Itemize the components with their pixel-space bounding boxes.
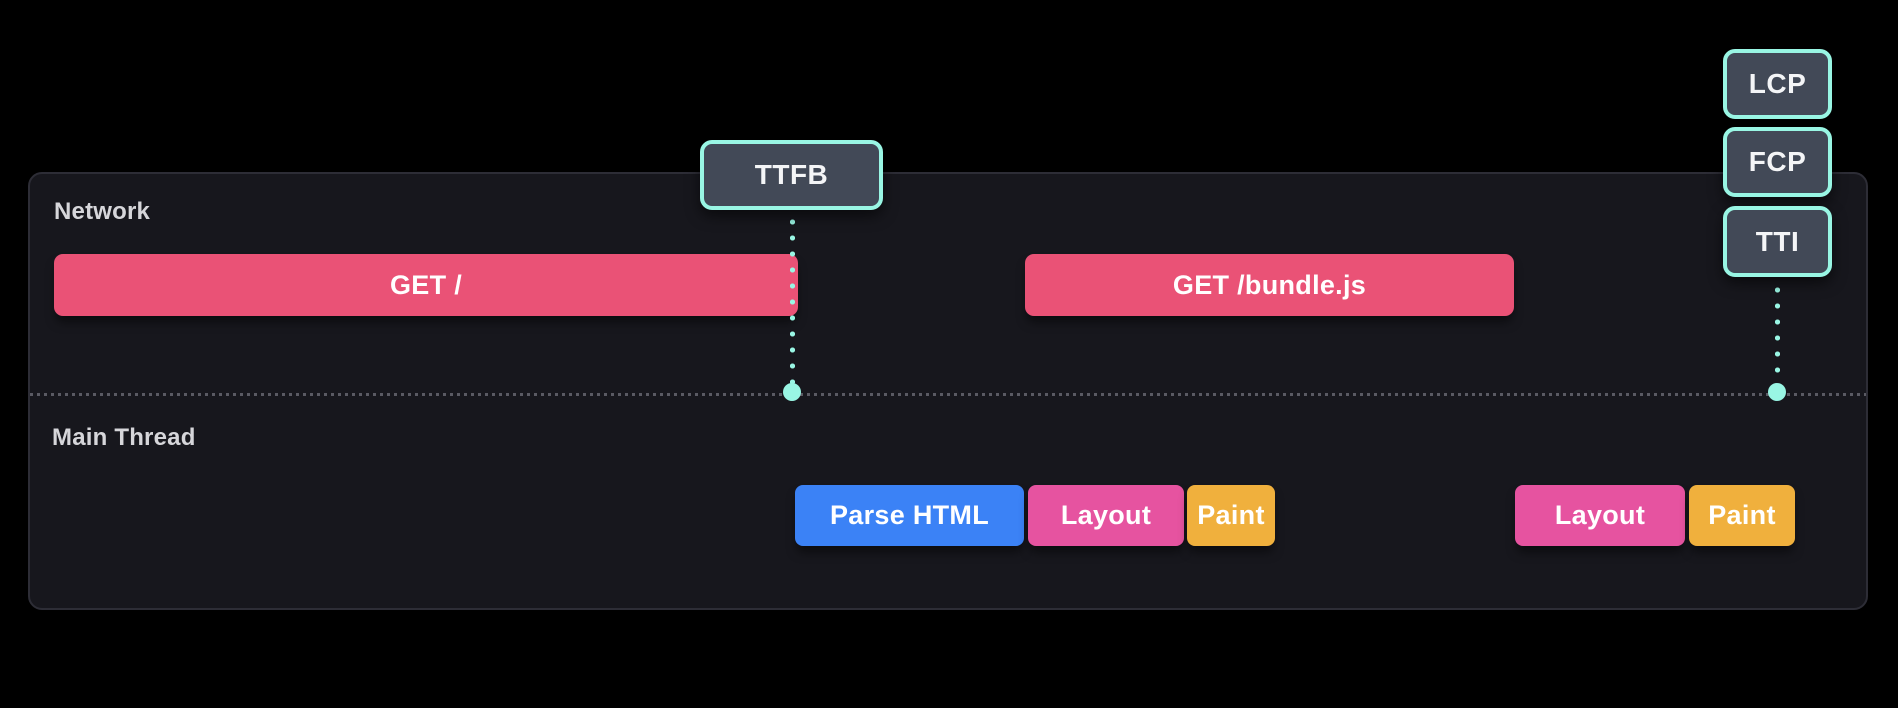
task-bar-layout-1: Layout [1028, 485, 1184, 546]
network-bar-get-root: GET / [54, 254, 798, 316]
metrics-divider-dot [1768, 383, 1786, 401]
task-bar-paint-1: Paint [1187, 485, 1275, 546]
lane-label-network: Network [54, 198, 151, 225]
marker-tti: TTI [1723, 206, 1832, 277]
ttfb-divider-dot [783, 383, 801, 401]
lane-label-main-thread: Main Thread [52, 424, 196, 451]
marker-ttfb: TTFB [700, 140, 883, 210]
marker-lcp: LCP [1723, 49, 1832, 119]
task-bar-parse-html: Parse HTML [795, 485, 1024, 546]
timeline-panel: Network GET / GET /bundle.js Main Thread… [28, 172, 1868, 610]
lane-divider-dotted-line [30, 393, 1866, 396]
marker-fcp: FCP [1723, 127, 1832, 197]
ttfb-guide-dotted-line [789, 214, 796, 390]
task-bar-layout-2: Layout [1515, 485, 1685, 546]
task-bar-paint-2: Paint [1689, 485, 1795, 546]
network-bar-get-bundle-js: GET /bundle.js [1025, 254, 1514, 316]
